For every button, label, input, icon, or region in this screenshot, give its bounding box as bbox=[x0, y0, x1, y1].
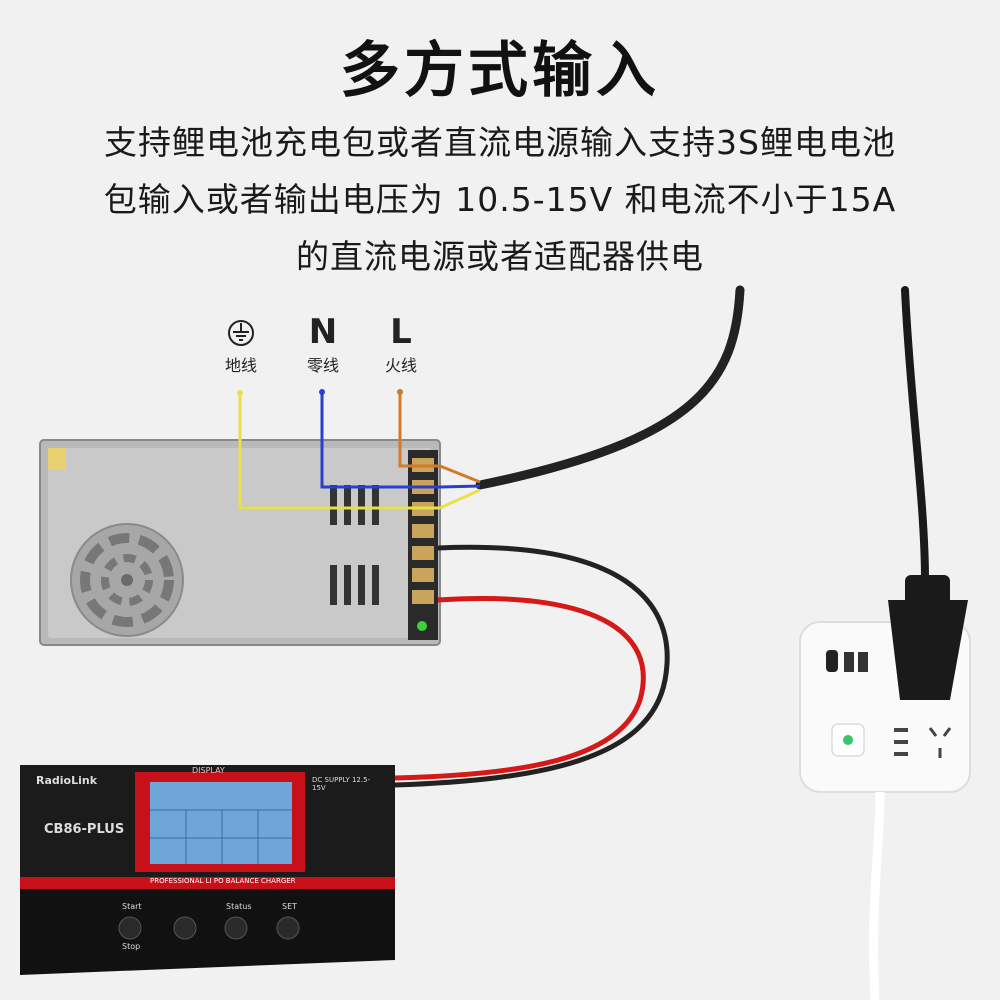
charger-button-status: Status bbox=[226, 902, 252, 911]
neutral-wire-name: 零线 bbox=[306, 356, 339, 375]
neutral-letter: N bbox=[308, 312, 338, 352]
dc-negative-wire bbox=[394, 544, 670, 788]
plug-cable bbox=[901, 286, 929, 584]
charger-bottom-band: PROFESSIONAL LI PO BALANCE CHARGER bbox=[150, 877, 296, 885]
ground-wire-name: 地线 bbox=[224, 356, 257, 375]
page-title: 多方式输入 bbox=[340, 36, 660, 106]
charger-screen-header: DISPLAY bbox=[192, 766, 225, 775]
status-button bbox=[224, 916, 248, 940]
down-button bbox=[173, 916, 197, 940]
ground-label: 地线 bbox=[218, 318, 264, 376]
balance-charger bbox=[20, 765, 395, 975]
description-line-2: 包输入或者输出电压为 10.5-15V 和电流不小于15A bbox=[103, 180, 897, 219]
charger-model: CB86-PLUS bbox=[44, 822, 125, 837]
charger-button-stop: Stop bbox=[122, 942, 141, 951]
dc-positive-wire bbox=[394, 595, 646, 781]
ac-power-cable bbox=[475, 285, 745, 490]
neutral-wire bbox=[320, 392, 440, 489]
ground-wire bbox=[238, 393, 440, 510]
start-stop-button bbox=[118, 916, 142, 940]
neutral-label: N 零线 bbox=[298, 312, 348, 376]
live-label: L 火线 bbox=[376, 312, 426, 376]
charger-button-set: SET bbox=[282, 902, 298, 911]
ground-symbol-icon bbox=[228, 320, 254, 346]
charger-dc-label: DC SUPPLY 12.5-15V bbox=[312, 776, 371, 792]
description-line-1: 支持鲤电池充电包或者直流电源输入支持3S鲤电电池 bbox=[104, 123, 896, 162]
live-wire bbox=[398, 392, 440, 468]
power-supply-unit bbox=[39, 439, 441, 646]
live-wire-name: 火线 bbox=[384, 356, 417, 375]
live-letter: L bbox=[390, 312, 412, 352]
set-button bbox=[276, 916, 300, 940]
charger-button-start: Start bbox=[122, 902, 142, 911]
charger-brand: RadioLink bbox=[36, 774, 98, 787]
power-strip bbox=[799, 575, 971, 1000]
description-line-3: 的直流电源或者适配器供电 bbox=[296, 237, 704, 276]
